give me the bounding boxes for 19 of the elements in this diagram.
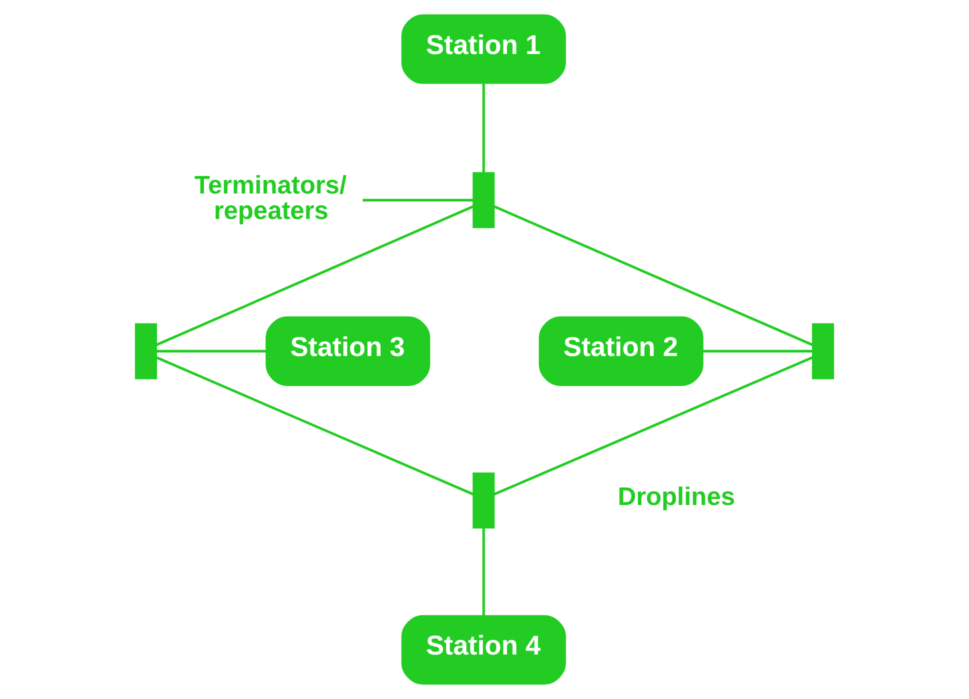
- connector: [703, 350, 813, 352]
- connector: [482, 528, 485, 616]
- connector: [156, 350, 266, 352]
- node-bar: [812, 323, 834, 380]
- node-bar: [472, 172, 495, 228]
- node-text: Terminators/ repeaters: [194, 171, 347, 225]
- node-bar: [134, 323, 157, 380]
- connector: [362, 198, 474, 202]
- connector: [482, 84, 485, 173]
- node-box: Station 2: [538, 316, 704, 386]
- node-bar: [472, 472, 495, 529]
- connector: [156, 205, 474, 346]
- node-box: Station 1: [401, 14, 566, 84]
- node-box: Station 3: [266, 316, 430, 386]
- node-box: Station 4: [401, 615, 566, 685]
- connector: [494, 205, 814, 346]
- connector: [156, 356, 474, 496]
- connector: [494, 356, 814, 496]
- label: Droplines: [618, 482, 736, 511]
